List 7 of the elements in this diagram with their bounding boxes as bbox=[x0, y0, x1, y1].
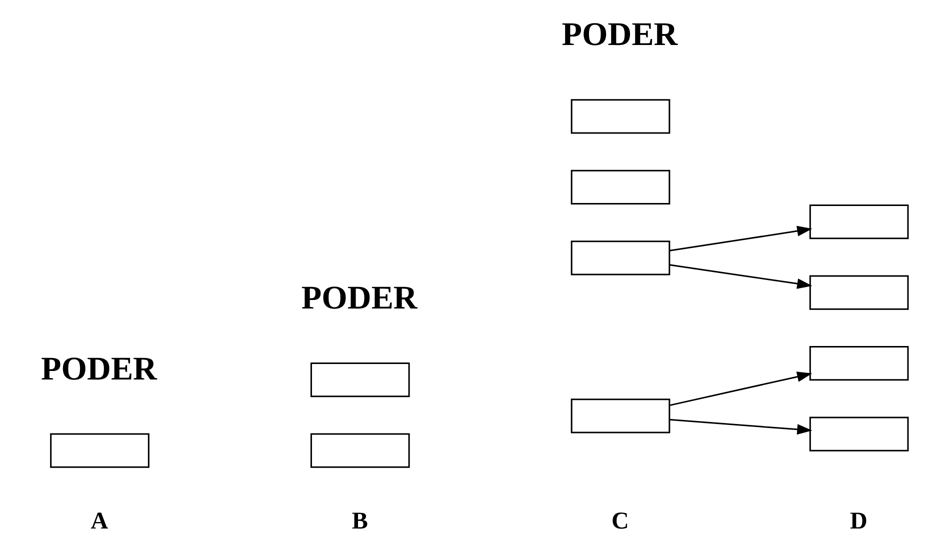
label: D bbox=[850, 508, 867, 535]
label: A bbox=[90, 508, 108, 535]
label: C bbox=[610, 508, 628, 535]
label: B bbox=[351, 508, 368, 535]
label: PODER bbox=[40, 350, 156, 388]
label: PODER bbox=[300, 280, 417, 316]
label: PODER bbox=[561, 16, 678, 54]
